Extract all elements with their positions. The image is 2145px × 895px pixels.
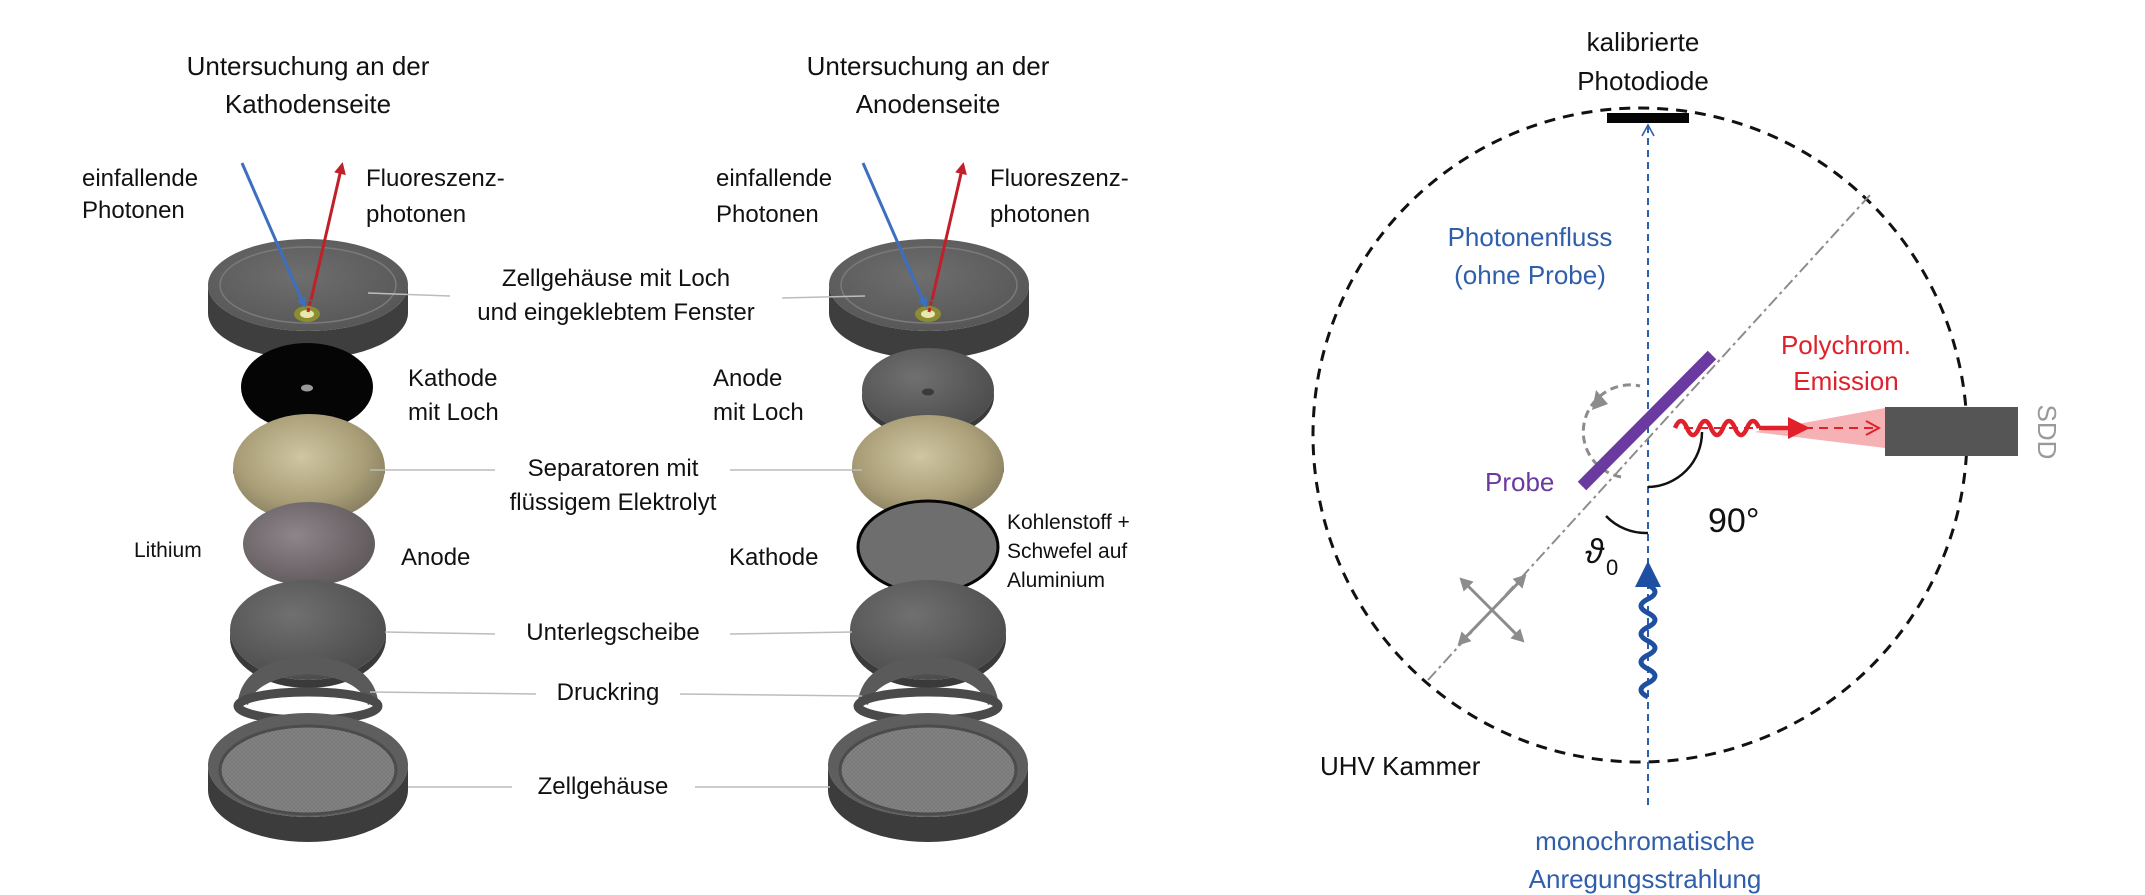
photodiode-label-1: kalibrierte [1587, 27, 1700, 57]
incident-label-anode-2: Photonen [716, 201, 819, 228]
anode-side-stack [828, 162, 1029, 842]
rotation-arrowhead [1592, 390, 1608, 410]
cathode-hole-label-2: mit Loch [408, 399, 499, 426]
photodiode-label-2: Photodiode [1577, 66, 1709, 96]
incident-label-cathode-1: einfallende [82, 165, 198, 192]
incident-photon-arrow-cathode [240, 162, 302, 297]
emission-label-1: Polychrom. [1781, 330, 1911, 360]
fluorescence-arrow-anode [930, 162, 967, 301]
emission-wave [1672, 418, 1762, 438]
cathode-title-line2: Kathodenseite [225, 89, 391, 119]
spring-label: Druckring [557, 679, 660, 706]
housing-hole-label-1: Zellgehäuse mit Loch [502, 265, 730, 292]
cathode-separator [233, 414, 385, 522]
carbon-label-1: Kohlenstoff + [1007, 511, 1130, 534]
incident-label-cathode-2: Photonen [82, 197, 185, 224]
cathode-label: Kathode [729, 544, 818, 571]
separator-label-2: flüssigem Elektrolyt [510, 489, 717, 516]
carbon-label-2: Schwefel auf [1007, 540, 1127, 563]
theta-arc [1605, 515, 1649, 535]
translation-arrows [1457, 574, 1527, 646]
sdd-label: SDD [2032, 405, 2062, 460]
cathode-housing-top [208, 239, 408, 359]
cathode-title-line1: Untersuchung an der [187, 51, 430, 81]
fluorescence-label-cathode-1: Fluoreszenz- [366, 165, 505, 192]
angle-90-arc [1647, 431, 1704, 489]
anode-separator [852, 415, 1004, 519]
carbon-cathode-disk [856, 499, 1000, 595]
incident-label-anode-1: einfallende [716, 165, 832, 192]
theta-subscript: 0 [1606, 555, 1618, 580]
anode-hole-label-1: Anode [713, 365, 782, 392]
anode-disk-with-hole [862, 348, 994, 438]
carbon-label-3: Aluminium [1007, 569, 1105, 592]
anode-title-line2: Anodenseite [856, 89, 1001, 119]
emission-label-2: Emission [1793, 366, 1898, 396]
housing-hole-label-2: und eingeklebtem Fenster [477, 299, 755, 326]
flux-label-1: Photonenfluss [1448, 222, 1613, 252]
separator-label-1: Separatoren mit [528, 455, 699, 482]
spacer-label: Unterlegscheibe [526, 619, 699, 646]
leader-lines [367, 292, 866, 788]
fluorescence-arrow-cathode [309, 162, 346, 301]
anode-hole-label-2: mit Loch [713, 399, 804, 426]
anode-label: Anode [401, 544, 470, 571]
anode-title-line1: Untersuchung an der [807, 51, 1050, 81]
cathode-disk-black [241, 343, 373, 431]
fluorescence-label-anode-2: photonen [990, 201, 1090, 228]
angle-90-label: 90° [1708, 502, 1759, 540]
theta-label: ϑ [1585, 533, 1605, 571]
setup-schematic [1311, 106, 2018, 805]
anode-housing-bottom [828, 713, 1028, 842]
cathode-housing-bottom [208, 713, 408, 842]
fluorescence-label-cathode-2: photonen [366, 201, 466, 228]
lithium-disk [243, 502, 375, 586]
fluorescence-label-anode-1: Fluoreszenz- [990, 165, 1129, 192]
sdd-detector [1885, 407, 2018, 456]
sample-bar [1577, 350, 1717, 491]
housing-label: Zellgehäuse [538, 773, 669, 800]
flux-label-2: (ohne Probe) [1454, 260, 1606, 290]
rotation-arc [1581, 383, 1641, 479]
incident-photon-arrow-anode [861, 162, 923, 297]
excitation-wave [1638, 582, 1658, 700]
anode-housing-top [829, 239, 1029, 359]
photodiode-bar [1607, 113, 1689, 123]
beam-label-1: monochromatische [1535, 826, 1755, 856]
cathode-hole-label-1: Kathode [408, 365, 497, 392]
left-labels: Untersuchung an der Kathodenseite Unters… [187, 51, 1050, 119]
beam-label-2: Anregungsstrahlung [1529, 864, 1762, 894]
cathode-side-stack [208, 162, 408, 842]
sample-label: Probe [1485, 467, 1554, 497]
lithium-label: Lithium [134, 539, 202, 562]
chamber-label: UHV Kammer [1320, 751, 1481, 781]
